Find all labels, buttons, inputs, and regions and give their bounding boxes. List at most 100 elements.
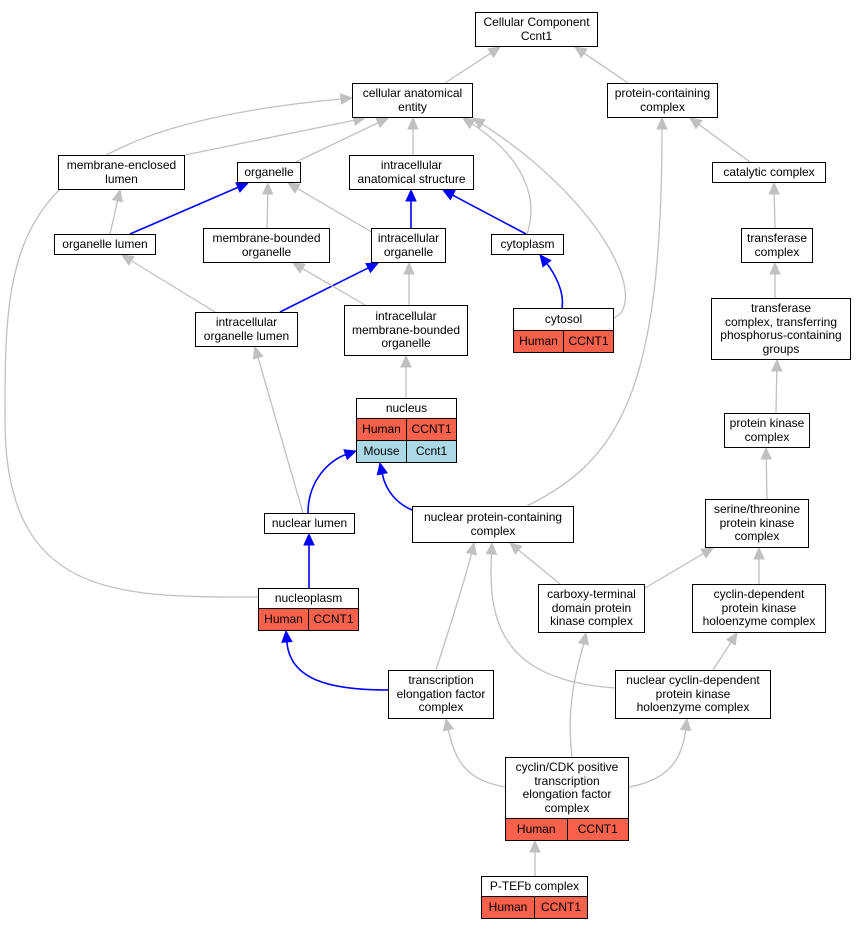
edge-arrowhead xyxy=(577,631,590,646)
node-label-line: organelle lumen xyxy=(203,328,290,343)
edge-arrowhead xyxy=(485,541,498,555)
edge-arrowhead xyxy=(376,461,388,476)
node-org[interactable]: organelle xyxy=(237,162,301,183)
node-label-line: complex xyxy=(744,429,790,444)
node-label-line: catalytic complex xyxy=(723,164,815,179)
edge-line xyxy=(628,729,687,788)
node-label-line: organelle xyxy=(381,336,431,351)
edge-line xyxy=(435,553,473,671)
node-label-line: Cellular Component xyxy=(483,15,590,29)
edge-line xyxy=(279,267,369,313)
edge-part-of xyxy=(539,254,564,309)
node-label-line: protein-containing xyxy=(614,86,711,100)
node-label: P-TEFb complex xyxy=(482,877,587,896)
edge-part-of xyxy=(303,532,315,588)
edge-is-a xyxy=(461,117,532,235)
edge-is-a xyxy=(400,354,412,398)
node-label-line: organelle xyxy=(241,244,292,259)
node-cat[interactable]: catalytic complex xyxy=(712,162,826,183)
node-label: organelle lumen xyxy=(55,235,155,254)
species-row: Mouse Ccnt1 xyxy=(357,440,456,462)
node-label-line: serine/threonine xyxy=(713,502,801,517)
node-label-line: protein kinase xyxy=(655,686,731,701)
edge-arrowhead xyxy=(768,181,781,195)
edge-arrowhead xyxy=(291,262,306,274)
gene-label: CCNT1 xyxy=(308,609,358,630)
edge-arrowhead xyxy=(407,116,419,130)
node-label-line: elongation factor xyxy=(396,686,486,701)
edge-line xyxy=(765,458,768,500)
edge-arrowhead xyxy=(769,261,781,275)
node-label-line: transferase xyxy=(746,231,808,245)
edge-part-of xyxy=(279,262,380,313)
node-label-line: membrane-enclosed xyxy=(66,158,177,172)
edge-arrowhead xyxy=(465,541,477,556)
node-label-line: complex, transferring xyxy=(724,314,838,329)
species-label: Mouse xyxy=(363,443,400,458)
edge-arrowhead xyxy=(679,717,692,732)
edge-part-of xyxy=(441,189,527,235)
edge-line xyxy=(452,194,527,235)
edge-line xyxy=(698,123,751,163)
node-label-line: kinase complex xyxy=(550,614,633,629)
edge-line xyxy=(444,52,492,84)
edge-arrowhead xyxy=(441,189,456,201)
node-label: nucleoplasm xyxy=(259,589,358,608)
edge-is-a xyxy=(771,358,783,414)
edge-is-a xyxy=(442,717,506,788)
edge-arrowhead xyxy=(120,254,135,266)
node-label-line: intracellular xyxy=(377,231,440,245)
node-orglum[interactable]: organelle lumen xyxy=(54,234,156,255)
node-label-line: complex xyxy=(734,529,780,544)
edge-is-a xyxy=(529,839,541,876)
node-label-line: intracellular xyxy=(375,309,437,324)
edge-arrowhead xyxy=(539,254,552,268)
edge-is-a xyxy=(712,631,738,671)
node-label-line: P-TEFb complex xyxy=(489,878,580,893)
gene-label: Ccnt1 xyxy=(406,441,456,462)
edge-is-a xyxy=(295,117,390,163)
node-label: catalytic complex xyxy=(713,163,825,182)
edge-line xyxy=(295,122,379,163)
node-nl[interactable]: nuclear lumen xyxy=(264,513,355,534)
node-cyto[interactable]: cytoplasm xyxy=(491,234,564,255)
edge-line xyxy=(4,98,342,598)
edge-arrowhead xyxy=(286,182,301,194)
node-label-line: complex xyxy=(470,523,516,538)
edge-arrowhead xyxy=(235,182,250,193)
edge-line xyxy=(569,643,585,758)
node-label-line: carboxy-terminal xyxy=(547,587,636,602)
edge-is-a xyxy=(471,117,627,319)
node-label-line: nucleus xyxy=(385,400,428,415)
